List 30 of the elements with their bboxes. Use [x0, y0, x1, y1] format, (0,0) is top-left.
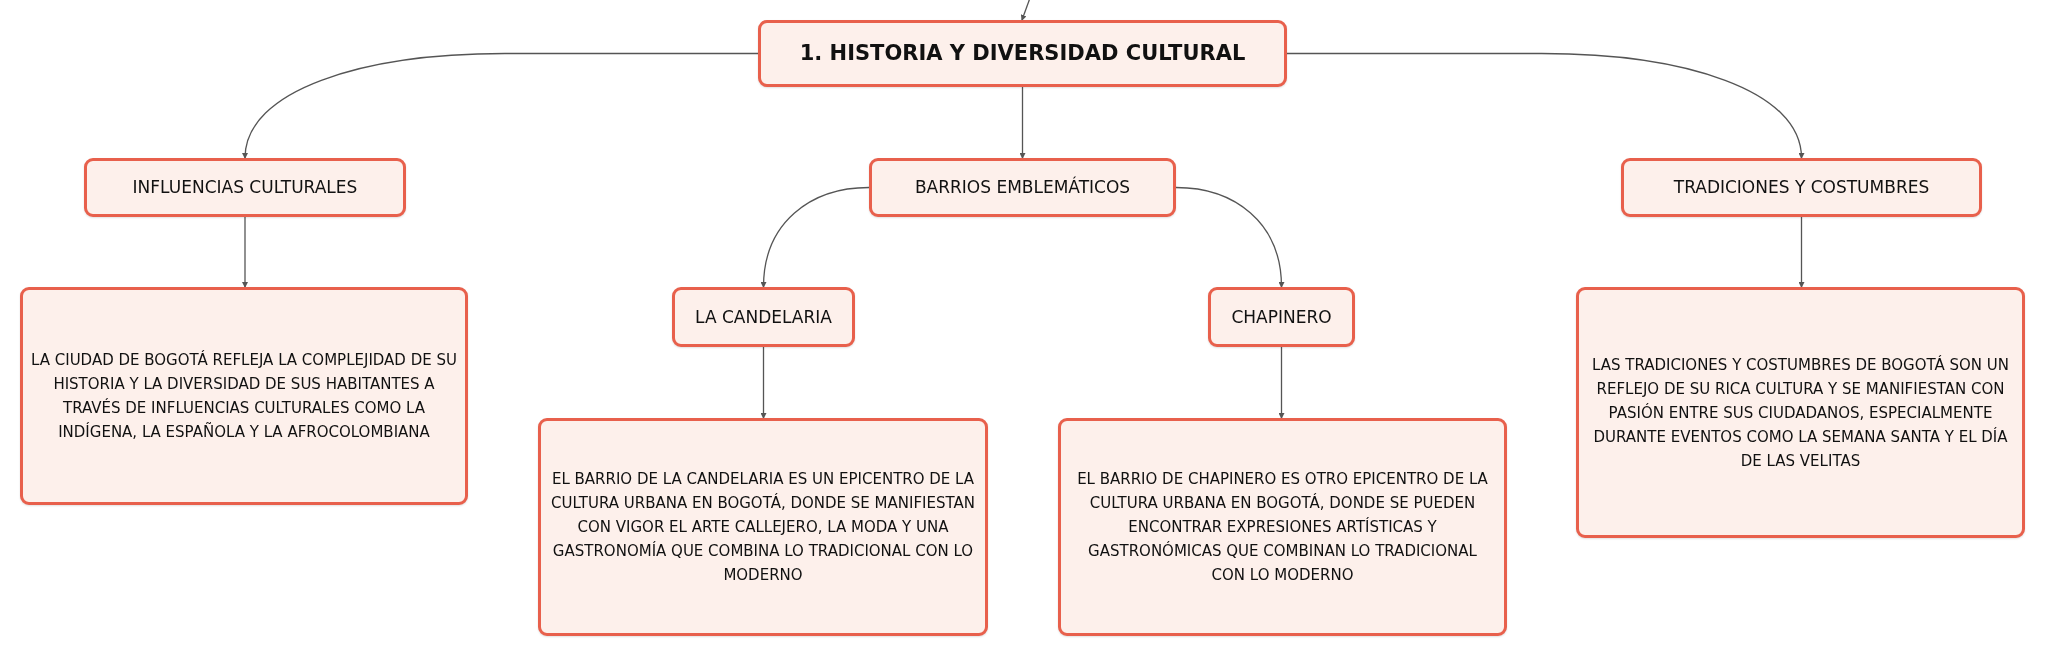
topic-box — [672, 287, 855, 347]
topic-label: INFLUENCIAS CULTURALES — [132, 177, 358, 198]
connector-arrow — [760, 186, 870, 288]
connector-arrow — [1286, 52, 1804, 159]
topic-box — [869, 158, 1176, 217]
description-box — [1058, 418, 1507, 636]
description-text: LA CIUDAD DE BOGOTÁ REFLEJA LA COMPLEJIDAD DE SU HISTORIA Y LA DIVERSIDAD DE SUS HABITANTES A TRAVÉS DE INFLUENCIAS CULTURALES COMO LA INDÍGENA, LA ESPAÑOLA Y LA AFROCOLOMBIANA — [31, 349, 457, 443]
description-text: EL BARRIO DE CHAPINERO ES OTRO EPICENTRO DE LA CULTURA URBANA EN BOGOTÁ, DONDE SE PUEDEN ENCONTRAR EXPRESIONES ARTÍSTICAS Y GASTRONÓMICAS QUE COMBINAN LO TRADICIONAL CON LO MODERNO — [1076, 469, 1489, 586]
description-box — [20, 287, 468, 505]
connector-arrow — [1019, 86, 1026, 159]
topic-box — [1621, 158, 1982, 217]
connector-arrow — [242, 216, 248, 288]
connector-arrow — [1020, 0, 1031, 21]
connector-arrow — [242, 52, 759, 159]
topic-label: LA CANDELARIA — [695, 306, 832, 328]
topic-label: TRADICIONES Y COSTUMBRES — [1673, 177, 1930, 198]
topic-label: BARRIOS EMBLEMÁTICOS — [914, 177, 1131, 198]
topic-box — [84, 158, 406, 217]
description-text: LAS TRADICIONES Y COSTUMBRES DE BOGOTÁ SON UN REFLEJO DE SU RICA CULTURA Y SE MANIFIESTAN CON PASIÓN ENTRE SUS CIUDADANOS, ESPECIALMENTE DURANTE EVENTOS COMO LA SEMANA SANTA Y EL DÍA DE LAS VELITAS — [1590, 354, 2011, 472]
topic-box — [1208, 287, 1355, 347]
connector-arrow — [760, 346, 767, 419]
topic-box — [758, 20, 1287, 87]
description-text: EL BARRIO DE LA CANDELARIA ES UN EPICENTRO DE LA CULTURA URBANA EN BOGOTÁ, DONDE SE MANIFIESTAN CON VIGOR EL ARTE CALLEJERO, LA MODA Y UNA GASTRONOMÍA QUE COMBINA LO TRADICIONAL CON LO MODERNO — [550, 469, 976, 586]
description-box — [1576, 287, 2025, 538]
connector-arrow — [1278, 346, 1285, 419]
connector-arrow — [1798, 216, 1805, 288]
connector-arrow — [1175, 186, 1285, 288]
topic-label: CHAPINERO — [1231, 306, 1332, 328]
description-box — [538, 418, 988, 636]
topic-label: 1. HISTORIA Y DIVERSIDAD CULTURAL — [799, 40, 1246, 67]
